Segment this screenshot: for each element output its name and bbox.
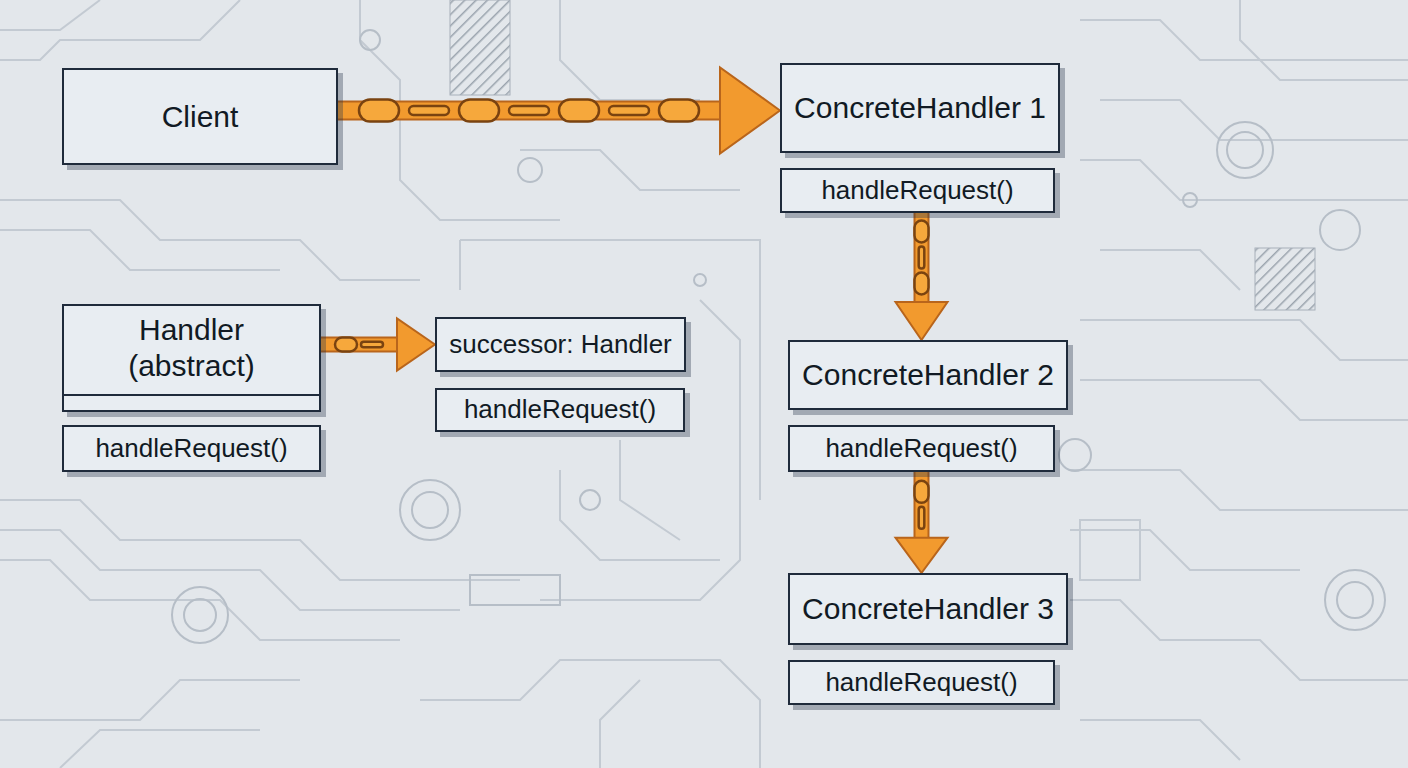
- chain-arrow: [896, 472, 948, 573]
- node-label: handleRequest(): [825, 667, 1017, 698]
- arrow-outline: [914, 472, 930, 538]
- chain-link: [919, 247, 925, 269]
- hatched-pad: [450, 0, 510, 95]
- node-label: handleRequest(): [464, 394, 656, 425]
- node-label: successor: Handler: [449, 329, 672, 360]
- arrow-shaft: [916, 213, 928, 302]
- method-box: handleRequest(): [780, 168, 1055, 213]
- node-label: Handler (abstract): [97, 312, 287, 384]
- method-box: handleRequest(): [435, 388, 685, 432]
- node-label: ConcreteHandler 1: [794, 90, 1046, 126]
- chain-link: [509, 106, 549, 115]
- chain-link: [919, 507, 925, 529]
- chain-arrow: [896, 213, 948, 340]
- node-label: handleRequest(): [821, 175, 1013, 206]
- chain-link: [915, 273, 929, 295]
- chain-link: [559, 100, 599, 122]
- node-label: ConcreteHandler 3: [802, 591, 1054, 627]
- chain-link: [659, 100, 699, 122]
- field-box: successor: Handler: [435, 317, 686, 372]
- arrow-head: [720, 68, 780, 154]
- handler-box: ConcreteHandler 2: [788, 340, 1068, 410]
- arrow-head: [397, 319, 435, 371]
- chip-outline: [1080, 520, 1140, 580]
- arrow-shaft: [916, 472, 928, 538]
- chain-link: [459, 100, 499, 122]
- circuit-pads: [172, 30, 1385, 643]
- chain-link: [409, 106, 449, 115]
- divider-line: [64, 394, 319, 396]
- chain-link: [915, 221, 929, 243]
- chip-outline: [470, 575, 560, 605]
- method-box: handleRequest(): [788, 425, 1055, 472]
- node-label: ConcreteHandler 2: [802, 357, 1054, 393]
- arrow-outline: [321, 337, 397, 353]
- chain-link: [361, 342, 383, 348]
- hatched-pad: [1255, 248, 1315, 310]
- chain-link: [359, 100, 399, 122]
- arrow-head: [896, 538, 948, 573]
- chain-link: [915, 481, 929, 503]
- chain-arrow: [338, 68, 780, 154]
- node-label: handleRequest(): [825, 433, 1017, 464]
- chain-arrow: [321, 319, 435, 371]
- handler-box: ConcreteHandler 3: [788, 573, 1068, 645]
- arrow-outline: [914, 213, 930, 302]
- chain-link: [609, 106, 649, 115]
- abstract-box: Handler (abstract): [62, 304, 321, 412]
- handler-box: ConcreteHandler 1: [780, 63, 1060, 153]
- arrow-shaft: [321, 339, 397, 351]
- node-label: Client: [162, 99, 239, 135]
- node-label: handleRequest(): [95, 433, 287, 464]
- chain-link: [335, 338, 357, 352]
- method-box: handleRequest(): [62, 425, 321, 472]
- method-box: handleRequest(): [788, 660, 1055, 705]
- client-box: Client: [62, 68, 338, 165]
- arrow-head: [896, 302, 948, 340]
- arrow-outline: [338, 101, 720, 121]
